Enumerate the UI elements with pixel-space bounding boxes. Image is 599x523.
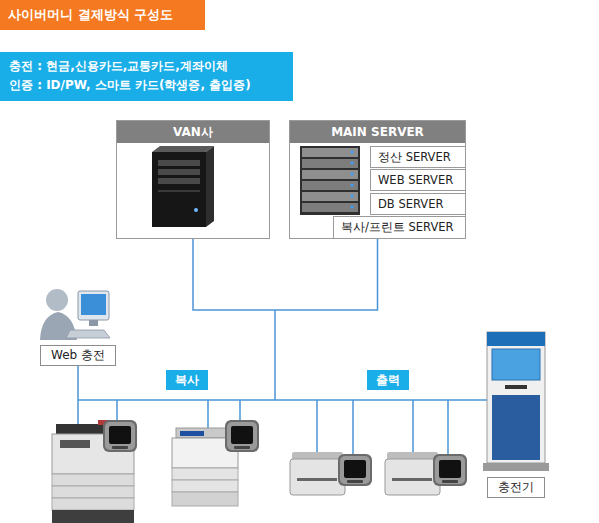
charging-kiosk-part bbox=[492, 349, 540, 380]
laser-printer-part bbox=[292, 452, 343, 461]
node-text: WEB SERVER bbox=[378, 170, 465, 190]
charging-kiosk bbox=[483, 332, 549, 471]
card-reader bbox=[433, 454, 467, 486]
laser-printer bbox=[290, 452, 345, 495]
node-text: 인증 : ID/PW, 스마트 카드(학생증, 출입증) bbox=[9, 76, 284, 95]
node-text: 충전 : 현금,신용카드,교통카드,계좌이체 bbox=[9, 57, 284, 76]
web-user-icon-part bbox=[40, 312, 77, 340]
connector-line bbox=[193, 239, 378, 310]
charging-kiosk-part bbox=[492, 395, 540, 460]
caption-box: 충전기 bbox=[487, 477, 545, 498]
web-user-icon bbox=[40, 289, 110, 340]
copier-small-part bbox=[172, 468, 238, 480]
laser-printer-part bbox=[290, 459, 345, 495]
caption-box: Web 충전 bbox=[40, 345, 116, 366]
charging-kiosk-part bbox=[487, 332, 545, 463]
node-text: DB SERVER bbox=[378, 194, 465, 214]
bus-wire bbox=[78, 399, 490, 401]
copier-large-part bbox=[52, 498, 134, 510]
server-panel: VAN사 bbox=[116, 120, 270, 239]
laser-printer-part bbox=[385, 459, 440, 495]
segment-band: 복사 bbox=[166, 370, 208, 390]
title-band: 사이버머니 결제방식 구성도 bbox=[0, 0, 205, 30]
laser-printer bbox=[385, 452, 440, 495]
node-text: 정산 SERVER bbox=[378, 147, 465, 167]
web-user-icon-part bbox=[89, 320, 98, 326]
laser-printer-part bbox=[392, 478, 432, 481]
charging-kiosk-part bbox=[487, 332, 545, 346]
charging-kiosk-part bbox=[505, 385, 527, 389]
copier-large-part bbox=[52, 486, 134, 498]
node-text: Web 충전 bbox=[41, 346, 115, 365]
charging-kiosk-part bbox=[483, 463, 549, 471]
node-text: 출력 bbox=[367, 370, 409, 390]
node-text: 충전기 bbox=[488, 478, 544, 497]
copier-small-part bbox=[176, 428, 234, 438]
laser-printer-part bbox=[297, 478, 337, 481]
laser-printer-part bbox=[387, 452, 438, 461]
network-wires bbox=[78, 310, 490, 454]
drop-wire bbox=[116, 400, 118, 420]
panel-heading: MAIN SERVER bbox=[290, 121, 465, 143]
server-role-box: DB SERVER bbox=[370, 193, 466, 215]
drop-wire bbox=[239, 400, 241, 420]
copier-large-part bbox=[56, 424, 124, 434]
copier-large bbox=[52, 420, 134, 523]
copier-small-part bbox=[172, 480, 238, 492]
web-user-icon-part bbox=[78, 291, 109, 320]
drop-wire bbox=[447, 400, 449, 454]
card-reader bbox=[225, 420, 259, 452]
node-text: 복사 bbox=[166, 370, 208, 390]
web-user-icon-part bbox=[46, 289, 68, 311]
trunk-wire bbox=[274, 310, 276, 400]
card-reader bbox=[338, 454, 372, 486]
copier-small-part bbox=[180, 431, 204, 436]
node-text: 복사/프린트 SERVER bbox=[341, 217, 465, 237]
server-role-box: WEB SERVER bbox=[370, 169, 466, 191]
copier-small bbox=[172, 428, 238, 506]
copier-small-part bbox=[172, 492, 238, 506]
copier-large-part bbox=[52, 510, 134, 523]
drop-wire bbox=[352, 400, 354, 454]
drop-wire bbox=[316, 400, 318, 452]
copier-large-part bbox=[52, 474, 134, 486]
drop-wire bbox=[207, 400, 209, 428]
web-user-icon-part bbox=[81, 294, 106, 315]
web-drop-wire bbox=[77, 366, 79, 426]
card-reader bbox=[103, 420, 137, 452]
server-role-box: 정산 SERVER bbox=[370, 146, 466, 168]
segment-band: 출력 bbox=[367, 370, 409, 390]
diagram-title: 사이버머니 결제방식 구성도 bbox=[8, 7, 173, 22]
drop-wire bbox=[412, 400, 414, 452]
copier-small-part bbox=[172, 438, 238, 468]
server-role-box: 복사/프린트 SERVER bbox=[333, 216, 466, 239]
web-user-icon-part bbox=[66, 330, 110, 338]
info-box: 충전 : 현금,신용카드,교통카드,계좌이체인증 : ID/PW, 스마트 카드… bbox=[0, 52, 293, 101]
copier-large-part bbox=[52, 434, 134, 474]
server-panel: MAIN SERVER 정산 SERVER WEB SERVER DB SERVER 복… bbox=[289, 120, 466, 239]
copier-large-part bbox=[98, 420, 120, 425]
panel-heading: VAN사 bbox=[117, 121, 269, 143]
copier-large-part bbox=[60, 440, 90, 448]
